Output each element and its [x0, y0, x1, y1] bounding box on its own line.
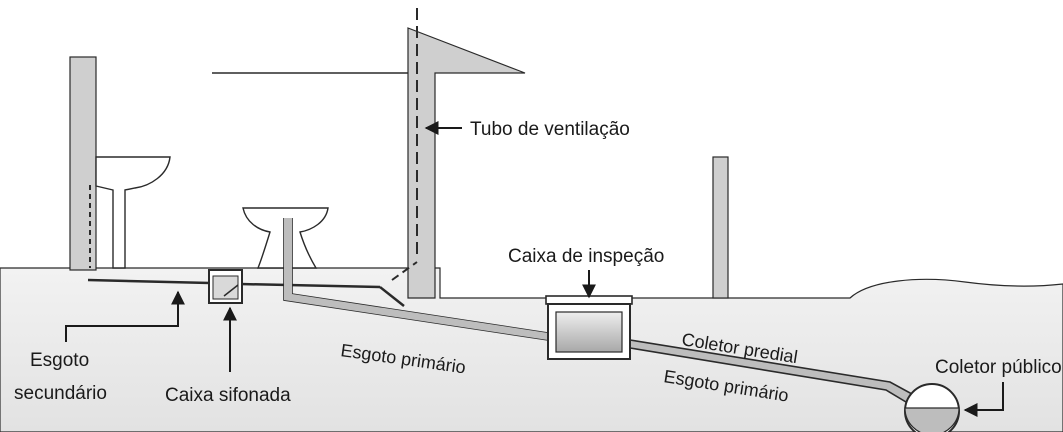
- public-collector-water: [904, 407, 960, 432]
- primary-sewer-pipe-fill: [284, 218, 548, 340]
- left-wall: [69, 56, 97, 271]
- secondary-sewer-pipe: [87, 278, 211, 285]
- inspection-box-chamber: [555, 311, 623, 353]
- inspection-box-label: Caixa de inspeção: [508, 246, 664, 267]
- siphon-box-label: Caixa sifonada: [165, 385, 291, 406]
- siphon-box-inner: [212, 275, 239, 300]
- secondary-sewer-pipe-3: [379, 286, 405, 307]
- right-post: [712, 156, 729, 299]
- inspection-box-lid: [545, 295, 633, 305]
- secondary-sewer-pipe-2: [239, 282, 381, 289]
- ventilation-pipe-label: Tubo de ventilação: [470, 119, 630, 140]
- ground: [0, 267, 1063, 432]
- sink: [95, 156, 171, 269]
- secondary-sewer-arrow: [65, 290, 185, 342]
- public-collector-arrow: [963, 382, 1004, 417]
- public-collector-label: Coletor público: [935, 357, 1062, 378]
- secondary-sewer-label-2: secundário: [14, 383, 107, 404]
- secondary-sewer-label-1: Esgoto: [30, 350, 89, 371]
- ventilation-dashed-link: [391, 261, 418, 281]
- siphon-box-flap: [223, 284, 239, 297]
- central-wall: [407, 27, 526, 299]
